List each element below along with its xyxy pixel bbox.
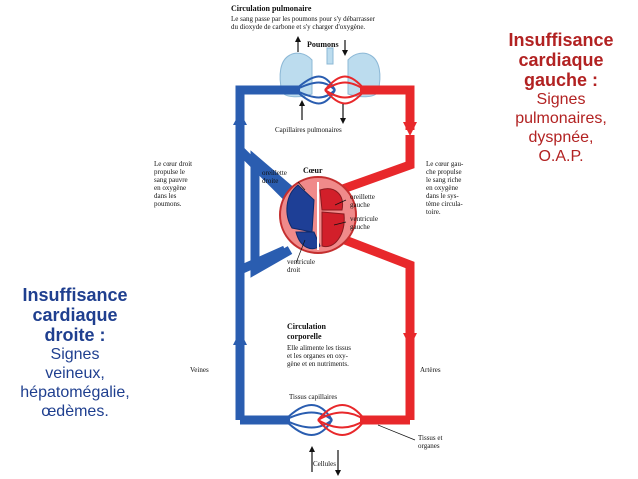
right-ventricle-label: ventricule droit (287, 258, 315, 274)
pulmonary-capillaries (294, 75, 366, 105)
pulmonary-capillaries-label: Capillaires pulmonaires (275, 126, 342, 134)
up-arrow-icon (233, 112, 247, 125)
tissue-capillaries-label: Tissus capillaires (289, 393, 338, 401)
down-arrow-icon (403, 333, 417, 347)
down-arrow-icon (403, 122, 417, 136)
arteries-label: Artères (420, 366, 441, 374)
pulmonary-artery-path (235, 85, 300, 375)
left-failure-signs: Signes pulmonaires, dyspnée, O.A.P. (515, 91, 607, 165)
right-heart-failure-panel: Insuffisance cardiaque droite : Signes v… (0, 285, 150, 421)
left-failure-title: Insuffisance cardiaque gauche : (508, 30, 614, 90)
pulmonary-circulation-title: Circulation pulmonaire (231, 4, 312, 13)
left-atrium-label: oreillette gauche (350, 193, 375, 209)
right-failure-title: Insuffisance cardiaque droite : (22, 285, 128, 345)
tissue-capillaries (284, 404, 366, 436)
veins-label: Veines (190, 366, 209, 374)
heart-icon (279, 176, 357, 254)
left-ventricle-label: ventricule gauche (350, 215, 378, 231)
tissues-organs-label: Tissus et organes (418, 434, 443, 450)
cells-label: Cellules (313, 460, 336, 468)
right-failure-signs: Signes veineux, hépatomégalie, œdèmes. (20, 346, 130, 420)
left-heart-desc: Le cœur gau- che propulse le sang riche … (426, 160, 464, 216)
heart-label: Cœur (303, 166, 323, 175)
systemic-circulation-desc: Elle alimente les tissus et les organes … (287, 344, 351, 368)
systemic-circulation-title: Circulation corporelle (287, 322, 326, 341)
right-heart-desc: Le cœur droit propulse le sang pauvre en… (154, 160, 193, 208)
lungs-label: Poumons (307, 40, 339, 49)
pulmonary-vein-path (360, 85, 415, 130)
up-arrow-icon (233, 331, 247, 345)
pulmonary-circulation-desc: Le sang passe par les poumons pour s'y d… (231, 15, 375, 31)
right-atrium-label: oreillette droite (262, 169, 287, 185)
left-heart-failure-panel: Insuffisance cardiaque gauche : Signes p… (486, 30, 636, 166)
